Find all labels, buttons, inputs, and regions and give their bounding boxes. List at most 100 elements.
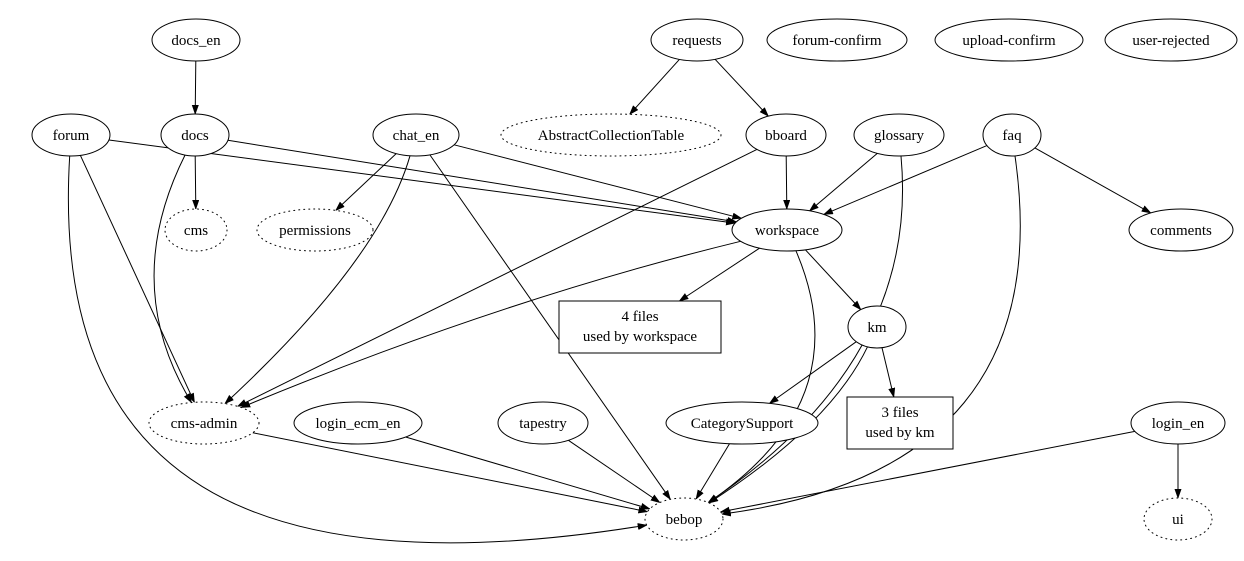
node-label-tapestry: tapestry <box>519 416 567 432</box>
node-label-chat_en: chat_en <box>393 128 440 144</box>
node-label-bebop: bebop <box>666 512 703 528</box>
node-shape-forum-confirm <box>766 18 908 62</box>
edge-chat_en-cms-admin <box>224 155 411 405</box>
edge-faq-comments <box>1034 147 1152 214</box>
node-label-docs: docs <box>181 128 209 144</box>
node-label-forum: forum <box>53 128 90 144</box>
node-km: km <box>847 305 907 349</box>
node-shape-files_km <box>846 396 954 450</box>
node-files_km: 3 files used by km <box>846 396 954 450</box>
edge-tapestry-bebop <box>568 439 661 504</box>
node-faq: faq <box>982 113 1042 157</box>
node-label-requests: requests <box>672 33 721 49</box>
node-CategorySupport: CategorySupport <box>665 401 819 445</box>
node-label-docs_en: docs_en <box>171 33 221 49</box>
edge-faq-workspace <box>822 145 988 215</box>
node-label-files_workspace-line1: 4 files <box>621 309 658 325</box>
node-docs: docs <box>160 113 230 157</box>
node-shape-glossary <box>853 113 945 157</box>
node-permissions: permissions <box>256 208 374 252</box>
node-shape-workspace <box>731 208 843 252</box>
node-login_ecm_en: login_ecm_en <box>293 401 423 445</box>
node-chat_en: chat_en <box>372 113 460 157</box>
edge-CategorySupport-bebop <box>695 443 730 500</box>
edge-docs-workspace <box>227 139 738 224</box>
nodes-layer: docs_en requests forum-confirm upload-confi… <box>31 18 1238 541</box>
node-bebop: bebop <box>644 497 724 541</box>
edge-docs_en-docs <box>191 60 199 115</box>
node-requests: requests <box>650 18 744 62</box>
node-label-cms-admin: cms-admin <box>171 416 238 432</box>
edge-workspace-km <box>805 249 862 311</box>
edge-km-CategorySupport <box>768 341 857 404</box>
node-workspace: workspace <box>731 208 843 252</box>
edge-chat_en-permissions <box>335 153 397 212</box>
node-label-user-rejected: user-rejected <box>1132 33 1210 49</box>
node-docs_en: docs_en <box>151 18 241 62</box>
node-shape-forum <box>31 113 111 157</box>
node-cms: cms <box>164 208 228 252</box>
node-AbstractCollectionTable: AbstractCollectionTable <box>500 113 722 157</box>
node-label-faq: faq <box>1002 128 1022 144</box>
edge-forum-cms-admin <box>79 155 195 404</box>
node-shape-chat_en <box>372 113 460 157</box>
edge-cms-admin-bebop <box>252 432 649 514</box>
node-label-glossary: glossary <box>874 128 924 144</box>
node-label-files_workspace-line2: used by workspace <box>583 329 697 345</box>
node-label-km: km <box>867 320 887 336</box>
edges-layer <box>67 58 1182 544</box>
node-shape-permissions <box>256 208 374 252</box>
node-shape-tapestry <box>497 401 589 445</box>
edge-forum-bebop <box>67 155 648 544</box>
node-shape-login_ecm_en <box>293 401 423 445</box>
node-label-files_km-line2: used by km <box>865 425 934 441</box>
node-label-forum-confirm: forum-confirm <box>792 33 881 49</box>
edge-docs-cms <box>192 155 200 210</box>
node-shape-km <box>847 305 907 349</box>
edge-km-files_km <box>881 347 896 398</box>
edge-bboard-workspace <box>783 155 791 210</box>
node-tapestry: tapestry <box>497 401 589 445</box>
node-label-login_en: login_en <box>1152 416 1205 432</box>
edge-chat_en-bebop <box>429 154 671 501</box>
node-glossary: glossary <box>853 113 945 157</box>
node-label-bboard: bboard <box>765 128 807 144</box>
edge-forum-workspace <box>108 139 736 226</box>
node-files_workspace: 4 files used by workspace <box>558 300 722 354</box>
node-shape-bboard <box>745 113 827 157</box>
node-bboard: bboard <box>745 113 827 157</box>
edge-workspace-cms-admin <box>240 240 741 408</box>
node-shape-faq <box>982 113 1042 157</box>
node-shape-comments <box>1128 208 1234 252</box>
node-label-workspace: workspace <box>755 223 819 239</box>
node-forum-confirm: forum-confirm <box>766 18 908 62</box>
node-shape-ui <box>1143 497 1213 541</box>
node-label-CategorySupport: CategorySupport <box>691 416 794 432</box>
node-shape-cms <box>164 208 228 252</box>
edge-docs-cms-admin <box>153 154 193 404</box>
node-label-cms: cms <box>184 223 208 239</box>
node-forum: forum <box>31 113 111 157</box>
node-label-comments: comments <box>1150 223 1212 239</box>
node-cms-admin: cms-admin <box>148 401 260 445</box>
edge-glossary-workspace <box>808 153 878 212</box>
node-label-files_km-line1: 3 files <box>881 405 918 421</box>
node-user-rejected: user-rejected <box>1104 18 1238 62</box>
node-shape-CategorySupport <box>665 401 819 445</box>
edge-chat_en-workspace <box>453 144 743 220</box>
node-shape-files_workspace <box>558 300 722 354</box>
node-shape-user-rejected <box>1104 18 1238 62</box>
node-label-login_ecm_en: login_ecm_en <box>316 416 401 432</box>
node-shape-cms-admin <box>148 401 260 445</box>
node-shape-AbstractCollectionTable <box>500 113 722 157</box>
node-shape-login_en <box>1130 401 1226 445</box>
node-label-AbstractCollectionTable: AbstractCollectionTable <box>538 128 685 144</box>
node-ui: ui <box>1143 497 1213 541</box>
edge-requests-AbstractCollectionTable <box>629 59 680 116</box>
node-label-ui: ui <box>1172 512 1184 528</box>
edge-requests-bboard <box>714 58 769 117</box>
node-comments: comments <box>1128 208 1234 252</box>
node-upload-confirm: upload-confirm <box>934 18 1084 62</box>
